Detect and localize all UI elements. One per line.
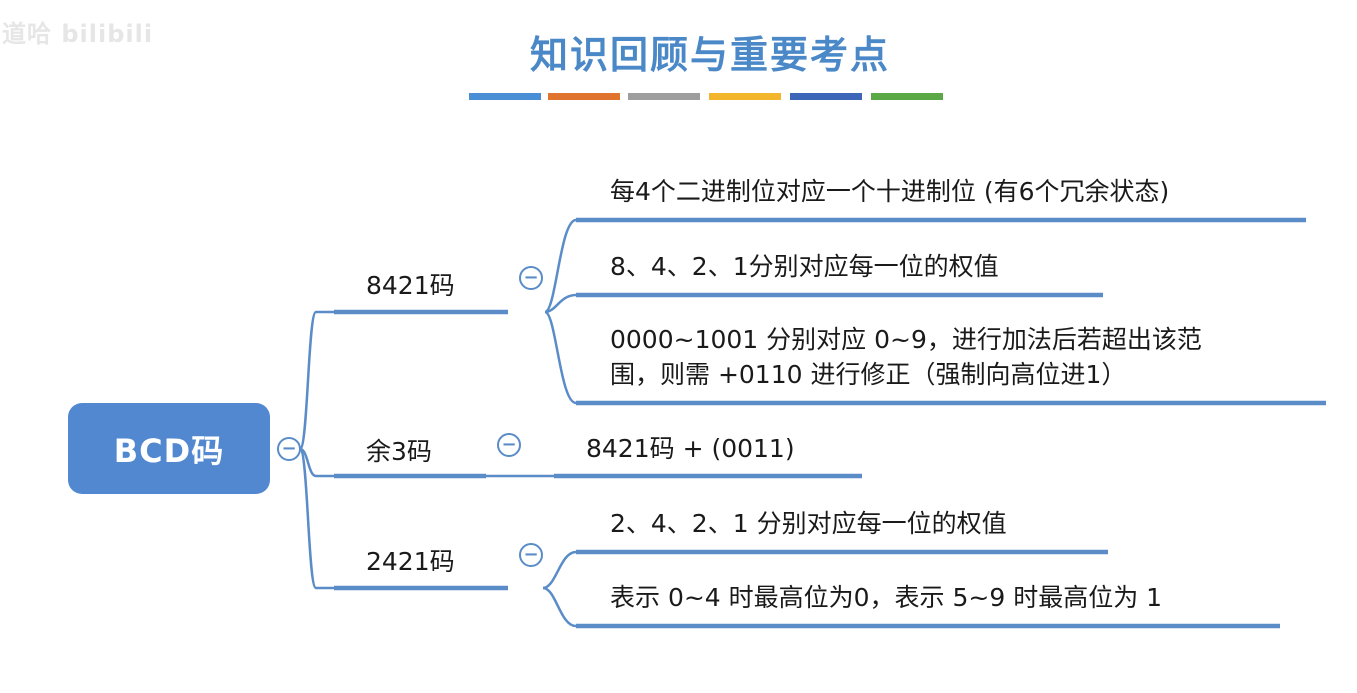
leaf-8421-3-line-1[interactable]: 0000~1001 分别对应 0~9，进行加法后若超出该范: [610, 325, 1202, 354]
root-collapse-icon[interactable]: −: [277, 437, 301, 461]
leaf-2421-1[interactable]: 2、4、2、1 分别对应每一位的权值: [610, 509, 1007, 538]
root-connector-excess3: [299, 447, 334, 478]
branch-label-2421[interactable]: 2421码: [366, 547, 455, 576]
branch-label-8421[interactable]: 8421码: [366, 271, 455, 300]
title-color-bar-3: [628, 93, 700, 100]
leaf-8421-3-line-2[interactable]: 围，则需 +0110 进行修正（强制向高位进1）: [610, 360, 1127, 389]
leaf-excess3-1[interactable]: 8421码 + (0011): [586, 434, 795, 463]
branch-2421-collapse-icon[interactable]: −: [519, 543, 543, 567]
branch-label-excess3[interactable]: 余3码: [366, 437, 432, 466]
page-title: 知识回顾与重要考点: [529, 32, 890, 77]
leaf-8421-1[interactable]: 每4个二进制位对应一个十进制位 (有6个冗余状态): [610, 177, 1170, 206]
branch-8421-collapse-icon[interactable]: −: [519, 266, 543, 290]
leaf-2421-2[interactable]: 表示 0~4 时最高位为0，表示 5~9 时最高位为 1: [610, 583, 1163, 612]
bilibili-watermark: 道哈 bilibili: [2, 20, 154, 48]
branch-8421-connector-2: [544, 293, 577, 314]
title-color-bar-4: [709, 93, 781, 100]
title-color-bar-6: [871, 93, 943, 100]
branch-2421-connector-1: [542, 550, 577, 590]
title-color-bar-1: [469, 93, 541, 100]
branch-2421-connector-2: [542, 586, 577, 628]
root-connector-8421: [298, 310, 334, 451]
title-color-bar-5: [790, 93, 862, 100]
branch-8421-connector-1: [544, 218, 577, 314]
root-connector-2421: [298, 447, 334, 590]
branch-8421-connector-3: [544, 310, 577, 405]
root-node-bcd[interactable]: BCD码: [68, 403, 270, 494]
title-color-bar-2: [548, 93, 620, 100]
branch-excess3-collapse-icon[interactable]: −: [497, 433, 521, 457]
leaf-8421-2[interactable]: 8、4、2、1分别对应每一位的权值: [610, 252, 999, 281]
